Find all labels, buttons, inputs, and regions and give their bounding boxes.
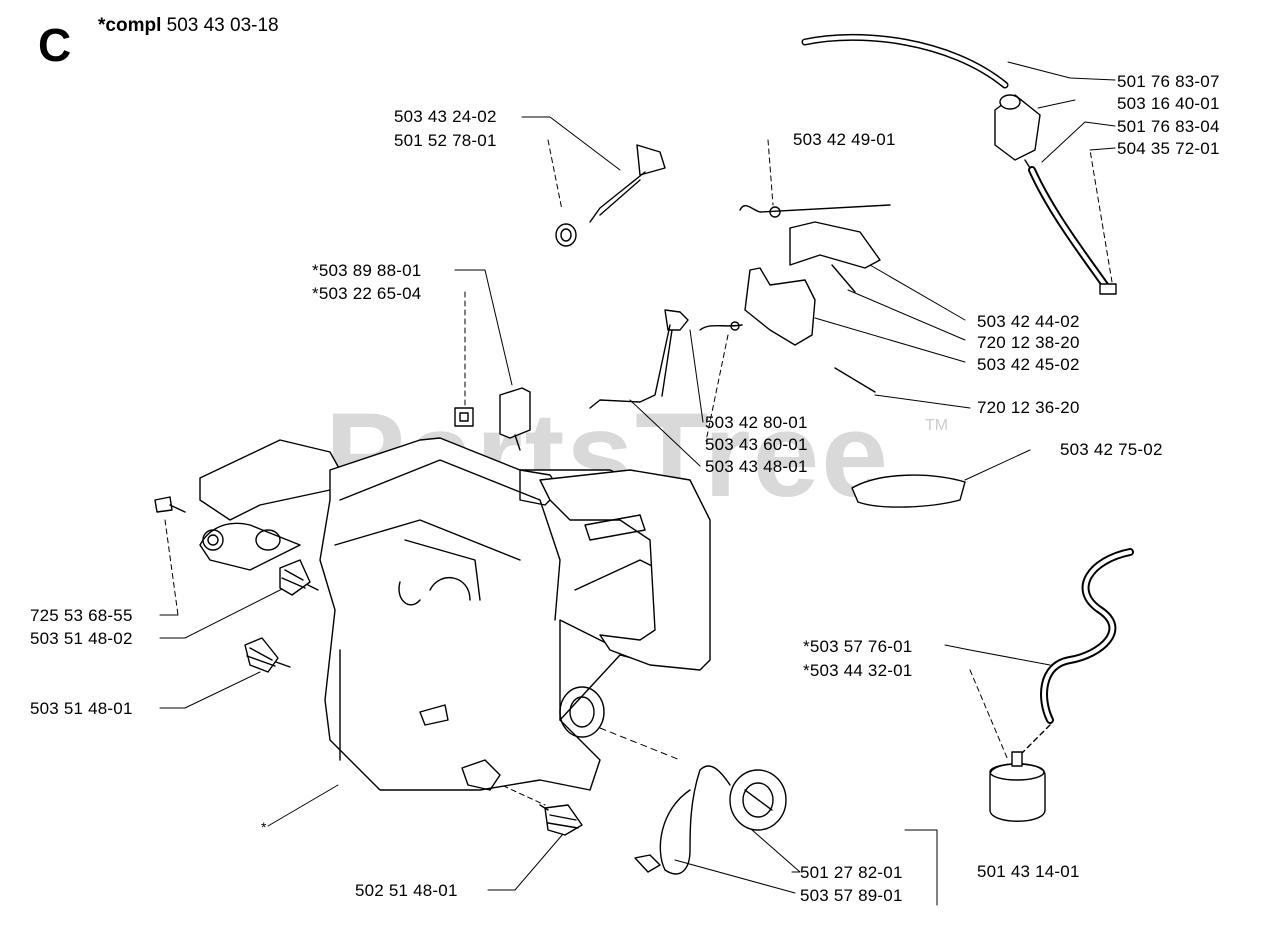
handle-cover xyxy=(851,474,966,508)
trigger-lock xyxy=(699,221,881,393)
section-letter: C xyxy=(38,19,72,71)
part-label[interactable]: 501 27 82-01 xyxy=(800,863,903,882)
part-label[interactable]: 503 42 49-01 xyxy=(793,130,896,149)
fuel-tank-body xyxy=(199,437,706,791)
throttle-rod xyxy=(589,309,689,409)
assembly-number: *compl 503 43 03-18 xyxy=(98,15,279,37)
part-label[interactable]: 503 42 44-02 xyxy=(977,312,1080,331)
fuel-cap xyxy=(634,765,787,875)
part-label[interactable]: 501 43 14-01 xyxy=(977,862,1080,881)
assembly-prefix: *compl xyxy=(98,15,162,36)
fuel-filter-upper xyxy=(994,94,1041,169)
part-label[interactable]: 503 43 48-01 xyxy=(705,457,808,476)
part-label[interactable]: *503 89 88-01 xyxy=(312,261,422,280)
part-label[interactable]: 503 51 48-02 xyxy=(30,629,133,648)
part-label[interactable]: 504 35 72-01 xyxy=(1117,139,1220,158)
screw-725-53-68-55 xyxy=(154,496,186,513)
suction-hose xyxy=(1014,548,1134,761)
assembly-part-number: 503 43 03-18 xyxy=(166,15,279,36)
leader-lines xyxy=(159,61,1116,906)
part-label[interactable]: 503 43 60-01 xyxy=(705,435,808,454)
damper-502-51-48-01 xyxy=(539,804,583,836)
fuel-hose xyxy=(801,33,1109,289)
damper-503-51-48-01 xyxy=(244,637,291,673)
fuel-filter-lower xyxy=(989,751,1046,822)
damper-503-51-48-02 xyxy=(279,559,319,596)
part-label[interactable]: 503 42 45-02 xyxy=(977,355,1080,374)
part-label[interactable]: 501 52 78-01 xyxy=(394,131,497,150)
rear-handle xyxy=(539,469,711,671)
part-label[interactable]: 503 51 48-01 xyxy=(30,699,133,718)
part-label[interactable]: 501 76 83-04 xyxy=(1117,117,1220,136)
part-label[interactable]: *503 57 76-01 xyxy=(803,637,913,656)
part-label[interactable]: 503 42 75-02 xyxy=(1060,440,1163,459)
part-label[interactable]: 503 57 89-01 xyxy=(800,886,903,905)
part-label[interactable]: 720 12 38-20 xyxy=(977,333,1080,352)
part-label[interactable]: 720 12 36-20 xyxy=(977,398,1080,417)
asterisk-marker: * xyxy=(261,819,267,835)
watermark-trademark: TM xyxy=(925,417,949,434)
part-label[interactable]: *503 44 32-01 xyxy=(803,661,913,680)
part-label[interactable]: 503 43 24-02 xyxy=(394,107,497,126)
part-label[interactable]: *503 22 65-04 xyxy=(312,284,422,303)
part-label[interactable]: 503 42 80-01 xyxy=(705,413,808,432)
part-label[interactable]: 725 53 68-55 xyxy=(30,606,133,625)
throttle-lever-part xyxy=(555,144,666,247)
part-label[interactable]: 501 76 83-07 xyxy=(1117,72,1220,91)
part-label[interactable]: 503 16 40-01 xyxy=(1117,94,1220,113)
spring-rod xyxy=(739,204,891,218)
part-label[interactable]: 502 51 48-01 xyxy=(355,881,458,900)
connector-parts xyxy=(454,387,531,451)
